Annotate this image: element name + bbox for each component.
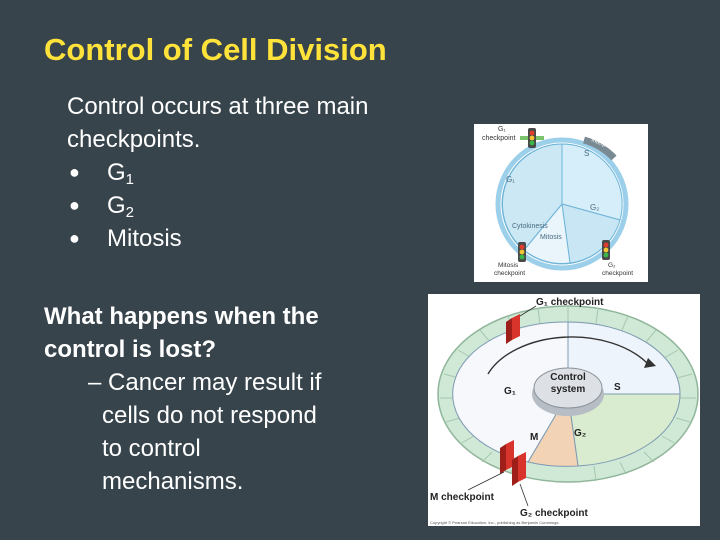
- label-m: M: [530, 432, 538, 443]
- list-item-subscript: 1: [125, 171, 135, 188]
- list-item-mitosis: ● Mitosis: [67, 222, 447, 255]
- label-g2-checkpoint: G₂ checkpoint: [520, 508, 588, 519]
- list-item-label: G: [107, 159, 126, 186]
- label-cytokinesis: Cytokinesis: [512, 223, 548, 230]
- label-g1-checkpoint: G₁ checkpoint: [536, 297, 604, 308]
- mitosis-checkpoint-light-icon: [518, 242, 526, 262]
- label-s: S: [614, 382, 621, 393]
- bullet-icon: ●: [69, 162, 80, 182]
- label-g1-checkpoint: G₁: [498, 126, 506, 133]
- intro-text: Control occurs at three main checkpoints…: [67, 93, 369, 153]
- list-item-label: Mitosis: [107, 225, 182, 252]
- label-control-system-word: system: [551, 384, 586, 395]
- answer-line: mechanisms.: [102, 468, 244, 495]
- g1-checkpoint-barrier-icon: [506, 314, 520, 344]
- label-g1: G₁: [506, 175, 515, 184]
- answer-line: cells do not respond: [102, 402, 317, 429]
- g2-checkpoint-light-icon: [602, 240, 610, 260]
- list-item-subscript: 2: [125, 204, 135, 221]
- label-g1-checkpoint-word: checkpoint: [482, 135, 516, 142]
- label-mitosis-checkpoint-word: checkpoint: [494, 270, 525, 277]
- slide-title: Control of Cell Division: [44, 32, 387, 67]
- label-g2-checkpoint-word: checkpoint: [602, 270, 633, 277]
- list-item-label: G: [107, 192, 126, 219]
- bullet-icon: ●: [69, 228, 80, 248]
- question-block: What happens when the control is lost? –…: [44, 300, 384, 498]
- bullet-icon: ●: [69, 195, 80, 215]
- label-g2: G₂: [590, 203, 599, 212]
- list-item-g1: ● G1: [67, 156, 447, 189]
- answer-first-line: – Cancer may result if: [88, 369, 322, 396]
- answer-line: to control: [102, 435, 201, 462]
- list-item-g2: ● G2: [67, 189, 447, 222]
- label-control-system: Control: [550, 372, 586, 383]
- label-g1: G₁: [504, 386, 516, 397]
- intro-block: Control occurs at three main checkpoints…: [67, 90, 447, 255]
- label-mitosis: Mitosis: [540, 234, 562, 241]
- cell-cycle-diagram-large: Control system G₁ checkpoint S G₁ G₂ M M…: [428, 294, 700, 526]
- label-s: S: [584, 149, 589, 158]
- cell-cycle-diagram-small: Interphase G₁ checkpoint S G₁ G₂ Cytokin…: [474, 124, 648, 282]
- checkpoint-list: ● G1 ● G2 ● Mitosis: [67, 156, 447, 255]
- g1-checkpoint-light-icon: [520, 128, 544, 148]
- label-mitosis-checkpoint: Mitosis: [498, 262, 519, 269]
- copyright-text: Copyright © Pearson Education, Inc., pub…: [430, 520, 559, 525]
- label-g2-checkpoint: G₂: [608, 262, 616, 269]
- label-m-checkpoint: M checkpoint: [430, 492, 495, 503]
- question-text: What happens when the control is lost?: [44, 303, 319, 363]
- label-g2: G₂: [574, 428, 586, 439]
- g2-checkpoint-barrier-icon: [512, 452, 526, 486]
